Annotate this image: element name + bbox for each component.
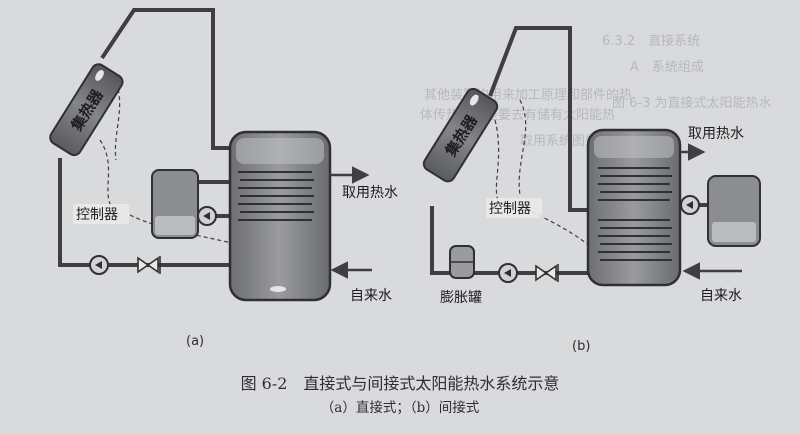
diagram-a-panel-label: (a): [186, 334, 204, 349]
diagram-b-tap-water-label: 自来水: [700, 288, 742, 304]
diagram-b-check-valve: [535, 264, 559, 282]
diagram-b-controller-label: 控制器: [489, 201, 531, 217]
diagram-b-collector: 集热器: [422, 87, 499, 183]
figure-subtitle: （a）直接式；（b）间接式: [320, 400, 480, 416]
diagram-b-hot-water-label: 取用热水: [688, 126, 744, 142]
diagram-b-expansion-tank: [449, 245, 475, 279]
diagram-a-hot-water-label: 取用热水: [342, 185, 398, 201]
diagram-a-coil: [238, 171, 314, 221]
diagram-b-panel-label: (b): [572, 339, 590, 354]
diagram-a-collector: 集热器: [49, 63, 124, 157]
background-text-3: 6.3.2 直接系统: [602, 34, 701, 49]
diagram-b-expansion-tank-label: 膨胀罐: [440, 289, 482, 306]
diagram-a-tap-water-label: 自来水: [350, 288, 392, 304]
diagram-a: 集热器 取用热水 自来水 控制器 (a): [49, 8, 398, 349]
diagram-a-controller-label: 控制器: [76, 207, 118, 223]
diagram-a-pipes: [58, 8, 232, 267]
background-text-5: 图 6-3 为直接式太阳能热水: [612, 96, 772, 111]
background-text-4: A 系统组成: [630, 60, 704, 75]
diagram-b: 集热器 取用热水 自来水 控制器 膨胀罐: [422, 26, 761, 354]
diagram-b-coil: [598, 167, 672, 261]
diagram-a-storage-tank: [228, 130, 332, 302]
diagram-a-check-valve: [137, 256, 161, 274]
diagram-b-control-wires: [494, 99, 601, 256]
figure-title: 图 6-2 直接式与间接式太阳能热水系统示意: [240, 374, 560, 393]
